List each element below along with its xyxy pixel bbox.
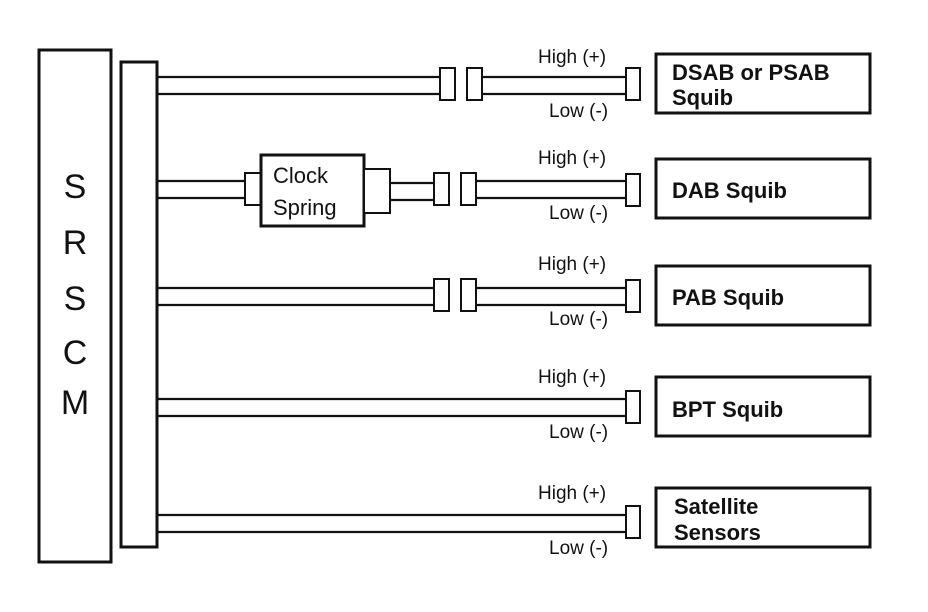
- srscm-letter-m: M: [61, 384, 89, 422]
- inline-connector-left: [439, 67, 456, 101]
- device-box: [654, 264, 872, 327]
- squib-connector: [625, 67, 641, 101]
- srscm-letter-c: C: [63, 334, 88, 372]
- circuit-dsab-psab: High (+) Low (-) DSAB or PSAB Squib: [157, 47, 872, 122]
- circuit-bpt: High (+) Low (-) BPT Squib: [157, 367, 872, 443]
- clock-spring-connector-in: [244, 172, 262, 206]
- clock-spring-label-line1: Clock: [273, 163, 329, 188]
- high-label: High (+): [538, 367, 606, 388]
- clock-spring-connector-out: [363, 168, 391, 214]
- low-label: Low (-): [549, 422, 608, 443]
- srscm-letter-s2: S: [64, 280, 87, 318]
- high-label: High (+): [538, 254, 606, 275]
- clock-spring-label-line2: Spring: [273, 195, 337, 220]
- device-label: DAB Squib: [672, 178, 787, 203]
- inline-connector-left: [433, 172, 450, 206]
- device-box: [654, 375, 872, 438]
- device-label-line1: DSAB or PSAB: [672, 60, 830, 85]
- device-label: BPT Squib: [672, 397, 783, 422]
- device-label-line2: Squib: [672, 85, 733, 110]
- low-label: Low (-): [549, 309, 608, 330]
- squib-connector: [625, 173, 641, 207]
- high-label: High (+): [538, 148, 606, 169]
- device-label-line1: Satellite: [674, 494, 758, 519]
- srscm-letter-r: R: [63, 224, 88, 262]
- device-label-line2: Sensors: [674, 520, 761, 545]
- low-label: Low (-): [549, 101, 608, 122]
- sensor-connector: [625, 505, 641, 539]
- high-label: High (+): [538, 47, 606, 68]
- circuit-satellite: High (+) Low (-) Satellite Sensors: [157, 483, 872, 559]
- high-label: High (+): [538, 483, 606, 504]
- srscm-module-box: [37, 48, 113, 564]
- squib-connector: [625, 390, 641, 424]
- device-box: [654, 52, 872, 115]
- device-label: PAB Squib: [672, 285, 784, 310]
- inline-connector-right: [460, 278, 477, 312]
- device-box: [654, 157, 872, 220]
- low-label: Low (-): [549, 203, 608, 224]
- inline-connector-right: [466, 67, 483, 101]
- srscm-letter-s1: S: [64, 168, 87, 206]
- inline-connector-right: [460, 172, 477, 206]
- circuit-pab: High (+) Low (-) PAB Squib: [157, 254, 872, 330]
- low-label: Low (-): [549, 538, 608, 559]
- inline-connector-left: [433, 278, 450, 312]
- device-box: [654, 486, 872, 549]
- squib-connector: [625, 279, 641, 313]
- circuit-dab: Clock Spring High (+) Low (-) DAB Squib: [157, 148, 872, 228]
- main-connector-bar: [119, 60, 159, 549]
